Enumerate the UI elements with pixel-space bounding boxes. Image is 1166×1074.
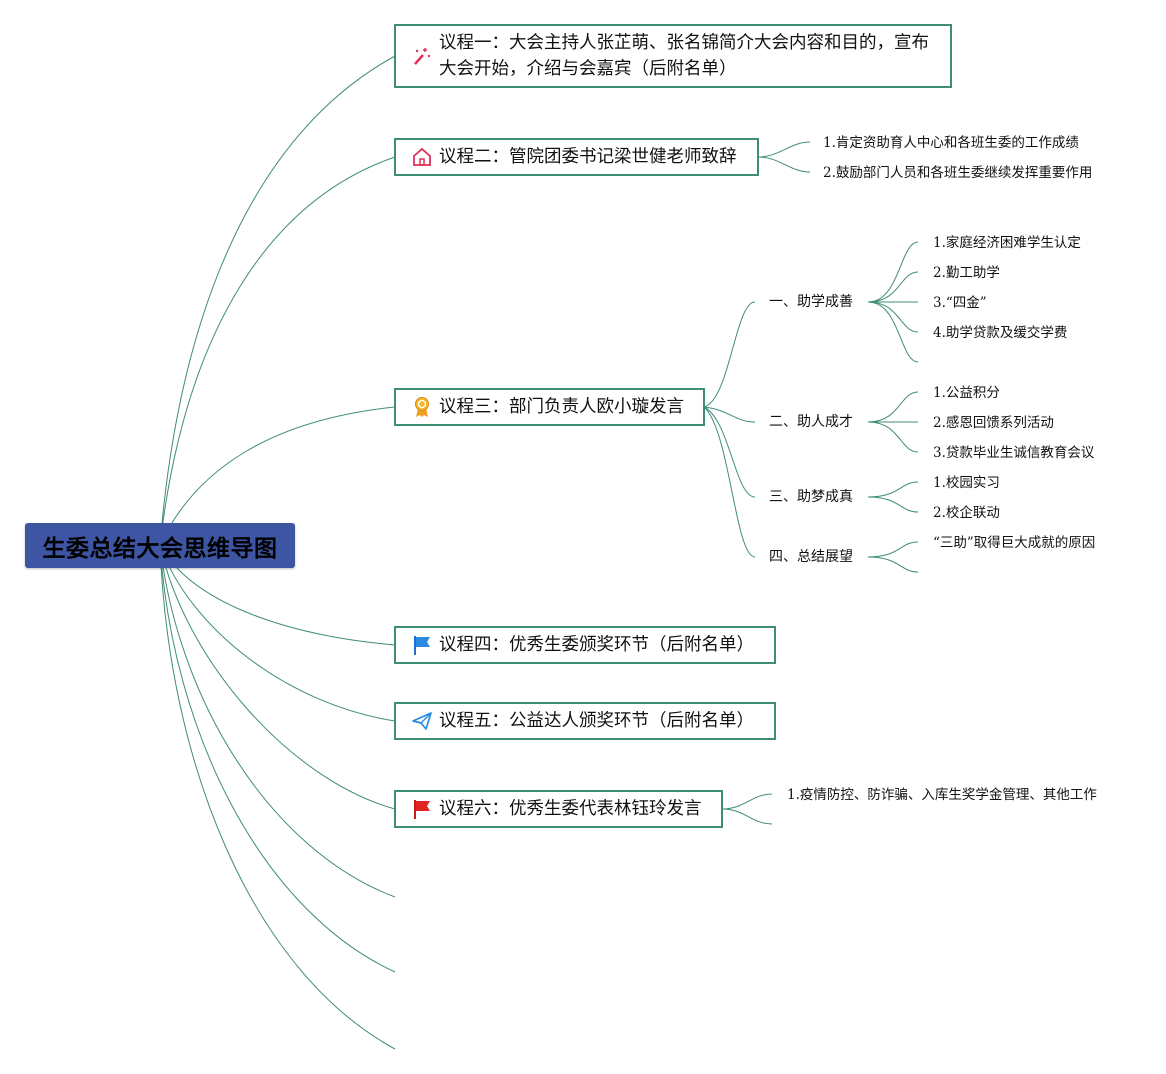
root-title: 生委总结大会思维导图: [42, 535, 278, 562]
topic-agenda-3[interactable]: 议程三：部门负责人欧小璇发言: [394, 388, 705, 426]
magic-wand-icon: [411, 45, 433, 67]
subtopic-2[interactable]: 二、助人成才: [769, 414, 853, 430]
topic-agenda-5[interactable]: 议程五：公益达人颁奖环节（后附名单）: [394, 702, 776, 740]
detail-item[interactable]: 2.鼓励部门人员和各班生委继续发挥重要作用: [823, 165, 1093, 181]
detail-item[interactable]: 1.家庭经济困难学生认定: [933, 235, 1081, 251]
detail-item[interactable]: 3.贷款毕业生诚信教育会议: [933, 445, 1095, 461]
detail-item[interactable]: 1.校园实习: [933, 475, 1000, 491]
topic-agenda-5-label: 议程五：公益达人颁奖环节（后附名单）: [439, 711, 754, 731]
subtopic-4[interactable]: 四、总结展望: [769, 549, 853, 565]
subtopic-1[interactable]: 一、助学成善: [769, 294, 853, 310]
detail-item[interactable]: 3.“四金”: [933, 295, 987, 311]
detail-item[interactable]: 4.助学贷款及缓交学费: [933, 325, 1068, 341]
topic-agenda-4-label: 议程四：优秀生委颁奖环节（后附名单）: [439, 635, 754, 655]
detail-item[interactable]: “三助”取得巨大成就的原因: [933, 535, 1096, 551]
connector-root-empty1: [159, 544, 396, 898]
connector-root-empty2: [159, 544, 396, 973]
topic-agenda-4[interactable]: 议程四：优秀生委颁奖环节（后附名单）: [394, 626, 776, 664]
detail-item[interactable]: 2.感恩回馈系列活动: [933, 415, 1054, 431]
connector-root-topic1: [159, 55, 396, 546]
connector-root-topic6: [159, 544, 396, 810]
detail-item[interactable]: 1.公益积分: [933, 385, 1000, 401]
topic-agenda-2[interactable]: 议程二：管院团委书记梁世健老师致辞: [394, 138, 759, 176]
connector-root-topic3: [159, 406, 396, 546]
award-ribbon-icon: [411, 396, 433, 418]
topic-agenda-1[interactable]: 议程一：大会主持人张芷萌、张名锦简介大会内容和目的，宣布大会开始，介绍与会嘉宾（…: [394, 24, 952, 88]
detail-item[interactable]: 1.肯定资助育人中心和各班生委的工作成绩: [823, 135, 1079, 151]
blue-flag-icon: [411, 634, 433, 656]
topic-agenda-1-label: 议程一：大会主持人张芷萌、张名锦简介大会内容和目的，宣布大会开始，介绍与会嘉宾（…: [439, 33, 929, 79]
connector-root-empty3: [159, 544, 396, 1050]
detail-item[interactable]: 2.校企联动: [933, 505, 1000, 521]
detail-item[interactable]: 2.勤工助学: [933, 265, 1000, 281]
detail-item[interactable]: 1.疫情防控、防诈骗、入库生奖学金管理、其他工作: [787, 787, 1097, 803]
paper-plane-icon: [411, 710, 433, 732]
subtopic-3[interactable]: 三、助梦成真: [769, 489, 853, 505]
home-icon: [411, 146, 433, 168]
red-flag-icon: [411, 798, 433, 820]
topic-agenda-6-label: 议程六：优秀生委代表林钰玲发言: [439, 799, 702, 819]
topic-agenda-6[interactable]: 议程六：优秀生委代表林钰玲发言: [394, 790, 723, 828]
topic-agenda-3-label: 议程三：部门负责人欧小璇发言: [439, 397, 684, 417]
topic-agenda-2-label: 议程二：管院团委书记梁世健老师致辞: [439, 147, 737, 167]
connector-root-topic2: [159, 156, 396, 546]
connector-root-topic5: [159, 544, 396, 722]
root-node[interactable]: 生委总结大会思维导图: [25, 523, 295, 568]
